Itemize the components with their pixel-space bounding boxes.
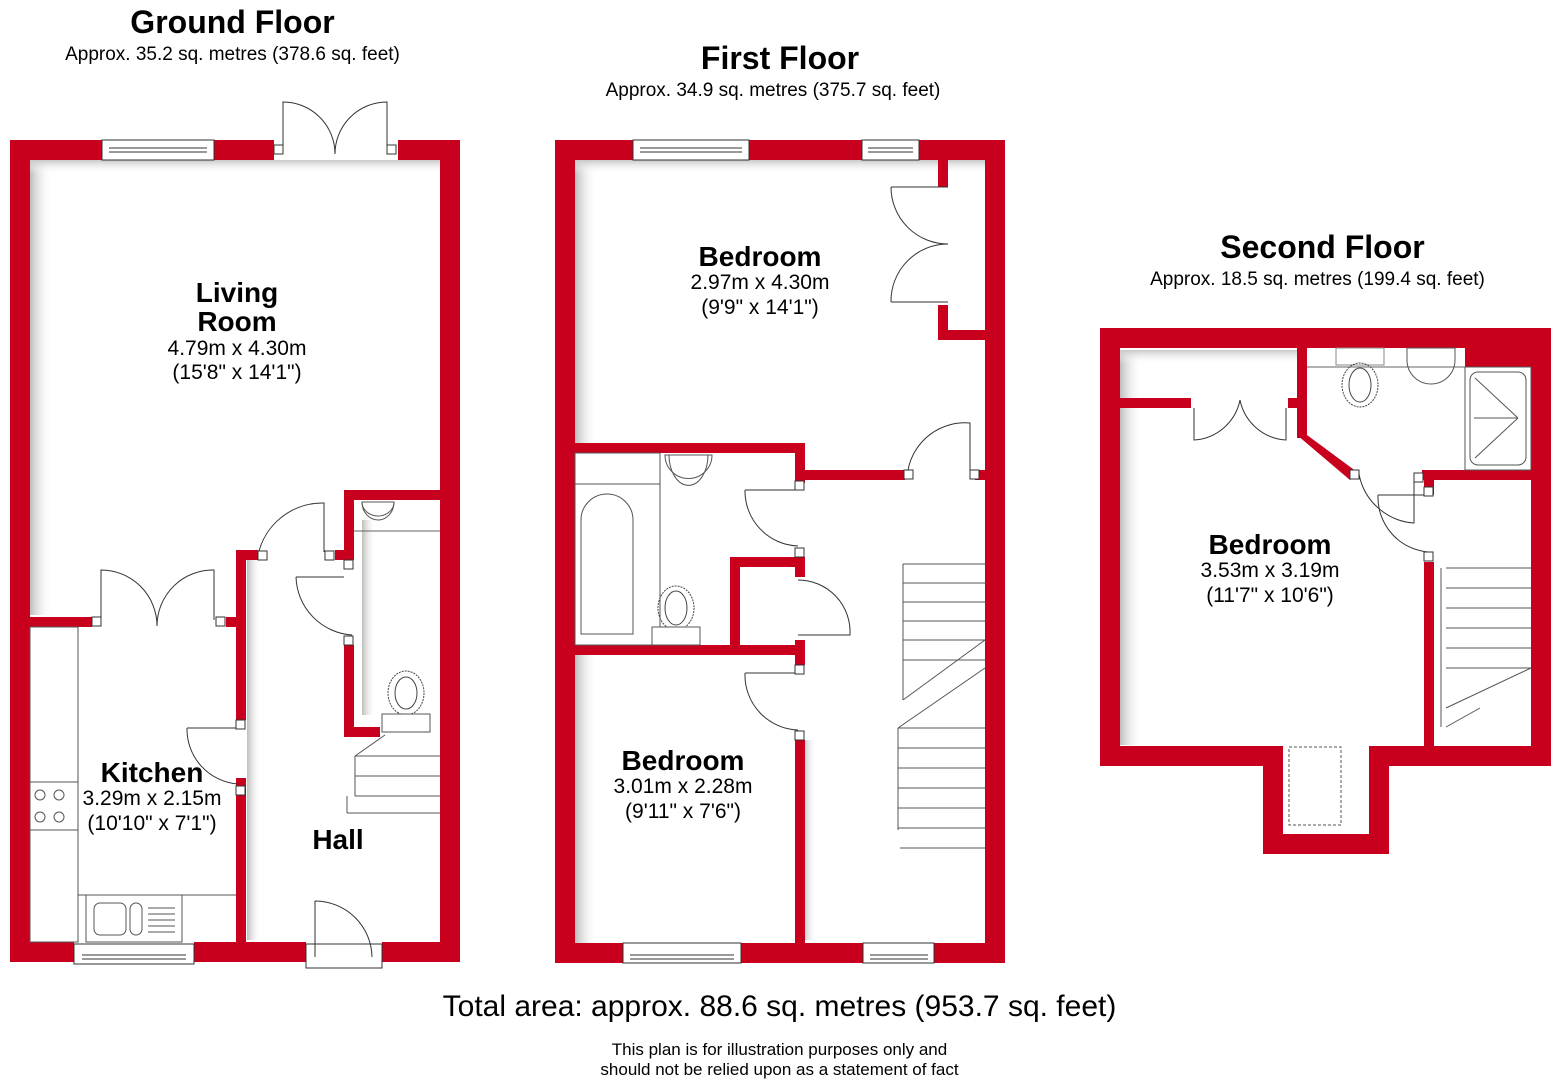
room-label-bedroom-second: Bedroom 3.53m x 3.19m (11'7" x 10'6") [1170, 530, 1370, 608]
room-dimensions-metric: 3.01m x 2.28m [613, 775, 753, 799]
second-floor-area: Approx. 18.5 sq. metres (199.4 sq. feet) [1150, 269, 1485, 290]
first-floor-area: Approx. 34.9 sq. metres (375.7 sq. feet) [605, 80, 941, 101]
second-floor-title: Second Floor [1220, 229, 1425, 265]
room-name: Bedroom [621, 745, 745, 776]
room-label-bedroom-back: Bedroom 3.01m x 2.28m (9'11" x 7'6") [583, 746, 783, 824]
room-dimensions-metric: 4.79m x 4.30m [167, 336, 307, 360]
disclaimer: This plan is for illustration purposes o… [0, 1040, 1559, 1080]
room-dimensions-metric: 3.29m x 2.15m [82, 787, 222, 811]
room-label-hall: Hall [288, 824, 388, 855]
total-area: Total area: approx. 88.6 sq. metres (953… [442, 990, 1117, 1023]
room-dimensions-imperial: (9'9" x 14'1") [701, 295, 819, 319]
disclaimer-line-2: should not be relied upon as a statement… [600, 1060, 959, 1079]
room-dimensions-imperial: (9'11" x 7'6") [625, 799, 741, 823]
room-dimensions-imperial: (15'8" x 14'1") [172, 360, 302, 384]
room-name: Room [197, 306, 277, 338]
room-name: Living [195, 277, 279, 308]
ground-floor-area: Approx. 35.2 sq. metres (378.6 sq. feet) [65, 44, 400, 65]
room-dimensions-imperial: (10'10" x 7'1") [87, 811, 217, 835]
room-dimensions-metric: 2.97m x 4.30m [690, 271, 830, 295]
ground-floor-plan [10, 101, 460, 969]
room-label-kitchen: Kitchen 3.29m x 2.15m (10'10" x 7'1") [52, 758, 252, 836]
room-label-living-room: Living Room 4.79m x 4.30m (15'8" x 14'1"… [137, 278, 337, 385]
room-label-bedroom-front: Bedroom 2.97m x 4.30m (9'9" x 14'1") [660, 242, 860, 320]
room-name: Hall [312, 824, 364, 855]
second-floor-plan [1100, 328, 1551, 854]
room-name: Kitchen [100, 757, 204, 788]
first-floor-plan [555, 139, 1005, 964]
room-name: Bedroom [698, 241, 822, 272]
room-dimensions-metric: 3.53m x 3.19m [1200, 559, 1340, 583]
ground-floor-title: Ground Floor [130, 4, 335, 40]
first-floor-title: First Floor [700, 40, 860, 76]
disclaimer-line-1: This plan is for illustration purposes o… [611, 1040, 948, 1059]
room-name: Bedroom [1208, 529, 1332, 560]
room-dimensions-imperial: (11'7" x 10'6") [1206, 583, 1334, 607]
